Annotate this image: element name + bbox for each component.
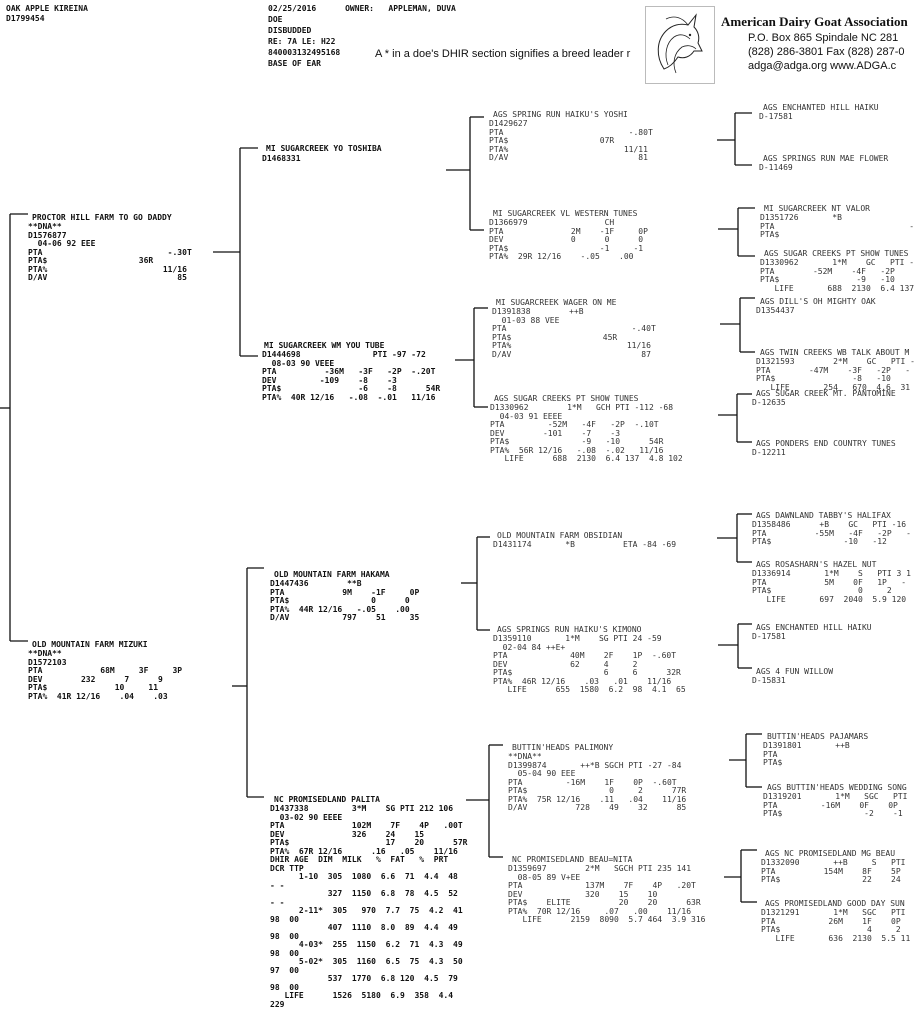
gen4-name-4: AGS SUGAR CREEKS PT SHOW TUNES bbox=[764, 249, 909, 258]
gen4-details-7: D-12635 bbox=[752, 398, 786, 407]
gen3-name-7: BUTTIN'HEADS PALIMONY bbox=[512, 743, 614, 752]
gen3-details-5: D1431174 *B ETA -84 -69 bbox=[493, 540, 677, 549]
animal-id: D1799454 bbox=[6, 14, 45, 23]
gen4-name-8: AGS PONDERS END COUNTRY TUNES bbox=[756, 439, 896, 448]
sire-dam-name: MI SUGARCREEK WM YOU TUBE bbox=[264, 341, 385, 350]
gen3-name-4: AGS SUGAR CREEKS PT SHOW TUNES bbox=[494, 394, 639, 403]
gen3-name-5: OLD MOUNTAIN FARM OBSIDIAN bbox=[497, 531, 623, 540]
gen4-details-2: D-11469 bbox=[759, 163, 793, 172]
gen4-details-14: D1319201 1*M SGC PTI PTA -16M 0F 0P PTA$… bbox=[763, 792, 908, 818]
info-sex: DOE bbox=[268, 15, 283, 24]
goat-heads-icon bbox=[657, 13, 703, 74]
dam-name: OLD MOUNTAIN FARM MIZUKI bbox=[32, 640, 148, 649]
sire-sire-details: D1468331 bbox=[262, 154, 301, 163]
dam-sire-name: OLD MOUNTAIN FARM HAKAMA bbox=[274, 570, 390, 579]
sire-sire-name: MI SUGARCREEK YO TOSHIBA bbox=[266, 144, 382, 153]
sire-dam-details: D1444698 PTI -97 -72 08-03 90 VEEE PTA -… bbox=[262, 350, 441, 402]
gen4-name-1: AGS ENCHANTED HILL HAIKU bbox=[763, 103, 879, 112]
gen4-name-10: AGS ROSASHARN'S HAZEL NUT bbox=[756, 560, 877, 569]
gen4-details-5: D1354437 bbox=[756, 306, 795, 315]
gen3-name-6: AGS SPRINGS RUN HAIKU'S KIMONO bbox=[497, 625, 642, 634]
info-location: BASE OF EAR bbox=[268, 59, 321, 68]
gen4-details-4: D1330962 1*M GC PTI - PTA -52M -4F -2P P… bbox=[760, 258, 915, 293]
info-eartag: 840003132495168 bbox=[268, 48, 341, 57]
gen3-name-8: NC PROMISEDLAND BEAU=NITA bbox=[512, 855, 633, 864]
dam-sire-details: D1447436 **B PTA 9M -1F 0P PTA$ 0 0 PTA%… bbox=[270, 579, 420, 622]
gen3-details-3: D1391838 ++B 01-03 88 VEE PTA -.40T PTA$… bbox=[492, 307, 656, 359]
gen4-details-15: D1332090 ++B S PTI PTA 154M 8F 5P PTA$ 2… bbox=[761, 858, 906, 884]
gen4-name-7: AGS SUGAR CREEK MT. PANTOMINE bbox=[756, 389, 896, 398]
gen3-name-3: MI SUGARCREEK WAGER ON ME bbox=[496, 298, 617, 307]
gen4-name-3: MI SUGARCREEK NT VALOR bbox=[764, 204, 870, 213]
association-web: adga@adga.org www.ADGA.c bbox=[748, 60, 897, 72]
adga-logo bbox=[645, 6, 715, 84]
gen3-details-8: D1359697 2*M SGCH PTI 235 141 08-05 89 V… bbox=[508, 864, 706, 924]
info-tattoo: RE: 7A LE: H22 bbox=[268, 37, 336, 46]
gen4-details-11: D-17581 bbox=[752, 632, 786, 641]
gen4-name-6: AGS TWIN CREEKS WB TALK ABOUT M bbox=[760, 348, 910, 357]
sire-name: PROCTOR HILL FARM TO GO DADDY bbox=[32, 213, 172, 222]
gen4-details-10: D1336914 1*M S PTI 3 1 PTA 5M 0F 1P - PT… bbox=[752, 569, 911, 604]
gen4-name-16: AGS PROMISEDLAND GOOD DAY SUN bbox=[765, 899, 905, 908]
gen3-name-2: MI SUGARCREEK VL WESTERN TUNES bbox=[493, 209, 638, 218]
info-date-owner: 02/25/2016 OWNER: APPLEMAN, DUVA bbox=[268, 4, 456, 13]
gen4-name-11: AGS ENCHANTED HILL HAIKU bbox=[756, 623, 872, 632]
gen4-details-12: D-15831 bbox=[752, 676, 786, 685]
gen4-details-3: D1351726 *B PTA - PTA$ bbox=[760, 213, 915, 239]
gen3-details-6: D1359110 1*M SG PTI 24 -59 02-04 84 ++E+… bbox=[493, 634, 686, 694]
info-disbudded: DISBUDDED bbox=[268, 26, 312, 35]
sire-details: **DNA** D1576877 04-06 92 EEE PTA -.30T … bbox=[28, 222, 192, 282]
gen4-details-1: D-17581 bbox=[759, 112, 793, 121]
association-name: American Dairy Goat Association bbox=[721, 14, 908, 29]
gen4-name-14: AGS BUTTIN'HEADS WEDDING SONG bbox=[767, 783, 907, 792]
dam-dam-name: NC PROMISEDLAND PALITA bbox=[274, 795, 380, 804]
gen4-details-6: D1321593 2*M GC PTI - PTA -47M -3F -2P -… bbox=[756, 357, 915, 392]
gen3-details-2: D1366979 CH PTA 2M -1F 0P DEV 0 0 0 PTA$… bbox=[489, 218, 648, 261]
gen4-details-8: D-12211 bbox=[752, 448, 786, 457]
animal-name: OAK APPLE KIREINA bbox=[6, 4, 88, 13]
gen4-name-9: AGS DAWNLAND TABBY'S HALIFAX bbox=[756, 511, 891, 520]
gen4-details-9: D1358486 +B GC PTI -16 PTA -55M -4F -2P … bbox=[752, 520, 911, 546]
gen4-name-13: BUTTIN'HEADS PAJAMARS bbox=[767, 732, 869, 741]
gen4-name-5: AGS DILL'S OH MIGHTY OAK bbox=[760, 297, 876, 306]
association-phone: (828) 286-3801 Fax (828) 287-0 bbox=[748, 46, 905, 58]
gen4-name-12: AGS 4 FUN WILLOW bbox=[756, 667, 834, 676]
gen3-details-4: D1330962 1*M GCH PTI -112 -68 04-03 91 E… bbox=[490, 403, 683, 463]
breed-leader-notice: A * in a doe's DHIR section signifies a … bbox=[375, 48, 631, 60]
gen4-name-15: AGS NC PROMISEDLAND MG BEAU bbox=[765, 849, 896, 858]
association-address: P.O. Box 865 Spindale NC 281 bbox=[748, 32, 899, 44]
gen4-details-16: D1321291 1*M SGC PTI PTA 26M 1F 0P PTA$ … bbox=[761, 908, 911, 943]
gen3-name-1: AGS SPRING RUN HAIKU'S YOSHI bbox=[493, 110, 628, 119]
dam-details: **DNA** D1572103 PTA 68M 3F 3P DEV 232 7… bbox=[28, 649, 183, 701]
gen4-name-2: AGS SPRINGS RUN MAE FLOWER bbox=[763, 154, 889, 163]
gen3-details-1: D1429627 PTA -.80T PTA$ 07R PTA% 11/11 D… bbox=[489, 119, 653, 162]
gen4-details-13: D1391801 ++B PTA PTA$ bbox=[763, 741, 850, 767]
dam-dam-details: D1437338 3*M SG PTI 212 106 03-02 90 EEE… bbox=[270, 804, 468, 1009]
gen3-details-7: **DNA** D1399874 ++*B SGCH PTI -27 -84 0… bbox=[508, 752, 687, 812]
